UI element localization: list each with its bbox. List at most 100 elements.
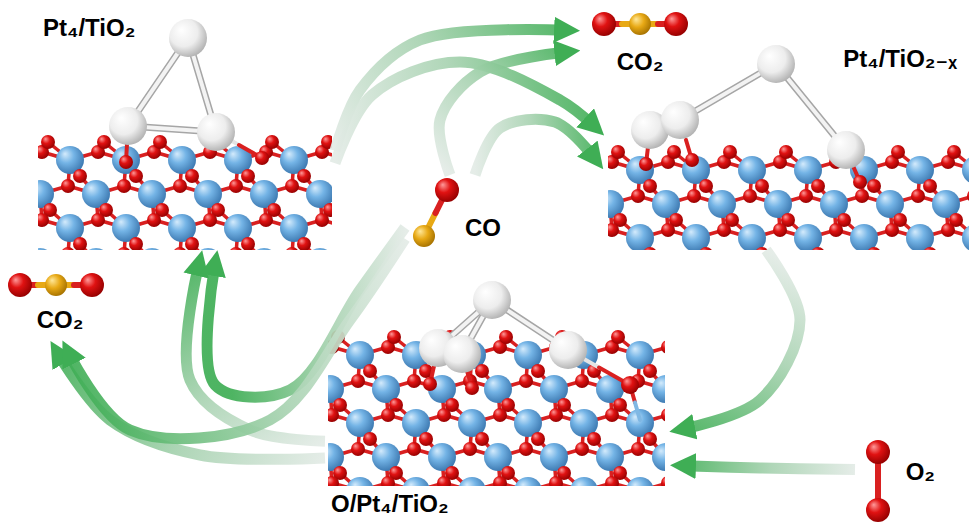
o-atom — [885, 223, 899, 237]
ti-atom — [738, 224, 766, 250]
o-atom — [435, 178, 459, 202]
reaction-arrow — [684, 466, 855, 470]
pt-atom — [827, 131, 865, 169]
o-atom — [699, 247, 713, 250]
o-atom — [923, 179, 937, 193]
o-atom — [259, 213, 273, 227]
o-atom — [297, 237, 311, 250]
o-atom — [407, 442, 421, 456]
o-atom — [285, 247, 299, 250]
o-atom — [867, 179, 881, 193]
reaction-arrow — [475, 119, 595, 175]
o-atom — [38, 213, 49, 227]
co2-molecule — [8, 273, 104, 297]
ti-atom — [626, 477, 654, 486]
ti-atom — [850, 224, 878, 250]
o-atom — [549, 408, 563, 422]
co-molecule — [413, 178, 459, 247]
o-atom — [631, 189, 645, 203]
o-atom — [531, 364, 545, 378]
structure-label: CO₂ — [37, 306, 84, 334]
o-atom — [661, 476, 665, 486]
o-atom — [153, 135, 167, 149]
o-atom — [643, 432, 657, 446]
o-atom — [947, 145, 961, 159]
o-atom — [643, 364, 657, 378]
o-atom — [297, 169, 311, 183]
o-atom — [229, 179, 243, 193]
o-atom — [499, 330, 513, 344]
ti-atom — [514, 477, 542, 486]
o-atom — [241, 169, 255, 183]
o-atom — [891, 145, 905, 159]
o-atom — [643, 179, 657, 193]
o-atom — [419, 432, 433, 446]
ti-atom — [402, 477, 430, 486]
pt4-cluster — [109, 19, 269, 169]
o-atom — [923, 247, 937, 250]
tio2-slab — [38, 135, 332, 250]
reaction-arrow — [439, 52, 566, 175]
o-atom — [549, 476, 563, 486]
structure-node: CO₂ — [5, 262, 115, 342]
o-atom — [592, 12, 616, 36]
o-atom — [61, 179, 75, 193]
ti-atom — [346, 477, 374, 486]
ti-atom — [962, 224, 969, 250]
ti-atom — [962, 156, 969, 184]
ti-atom — [38, 248, 54, 250]
o-atom — [129, 169, 143, 183]
o-atom — [351, 442, 365, 456]
o-atom — [587, 432, 601, 446]
structure-label: Pt₄/TiO₂ — [43, 14, 135, 42]
o-atom — [407, 374, 421, 388]
pt-atom — [443, 335, 481, 373]
o-atom — [363, 432, 377, 446]
co2-molecule — [592, 12, 688, 36]
o-atom — [328, 408, 339, 422]
o-atom — [387, 330, 401, 344]
o-atom — [519, 374, 533, 388]
o-atom — [185, 237, 199, 250]
o-atom — [475, 432, 489, 446]
o-atom — [363, 364, 377, 378]
o-atom — [173, 247, 187, 250]
o-atom — [664, 12, 688, 36]
o-atom — [687, 189, 701, 203]
o-atom — [661, 340, 665, 354]
o-atom — [80, 273, 104, 297]
structure-label: Pt₄/TiO₂₋ₓ — [843, 45, 957, 73]
o-atom — [829, 223, 843, 237]
ti-atom — [570, 477, 598, 486]
o-atom — [61, 247, 75, 250]
o-atom — [493, 476, 507, 486]
tio2-slab — [328, 330, 665, 486]
o-atom — [755, 179, 769, 193]
pt-atom — [473, 281, 511, 319]
o-atom — [423, 377, 437, 391]
c-atom — [413, 225, 435, 247]
reaction-arrow — [683, 250, 800, 429]
structure-label: CO₂ — [617, 48, 664, 76]
o-atom — [967, 189, 969, 203]
ti-atom — [458, 477, 486, 486]
o-atom — [91, 213, 105, 227]
o-atom — [129, 237, 143, 250]
o-atom — [575, 374, 589, 388]
o-atom — [799, 189, 813, 203]
o-atom — [855, 189, 869, 203]
o-atom — [437, 476, 451, 486]
o-atom — [685, 153, 699, 167]
o-atom — [743, 189, 757, 203]
o2-molecule — [866, 440, 890, 522]
o-atom — [853, 175, 867, 189]
o-atom — [463, 442, 477, 456]
o-atom — [811, 179, 825, 193]
o-atom — [321, 135, 332, 149]
pt4-cluster — [631, 45, 867, 189]
ti-atom — [794, 224, 822, 250]
pt-atom — [109, 107, 147, 145]
o-atom — [866, 498, 890, 522]
